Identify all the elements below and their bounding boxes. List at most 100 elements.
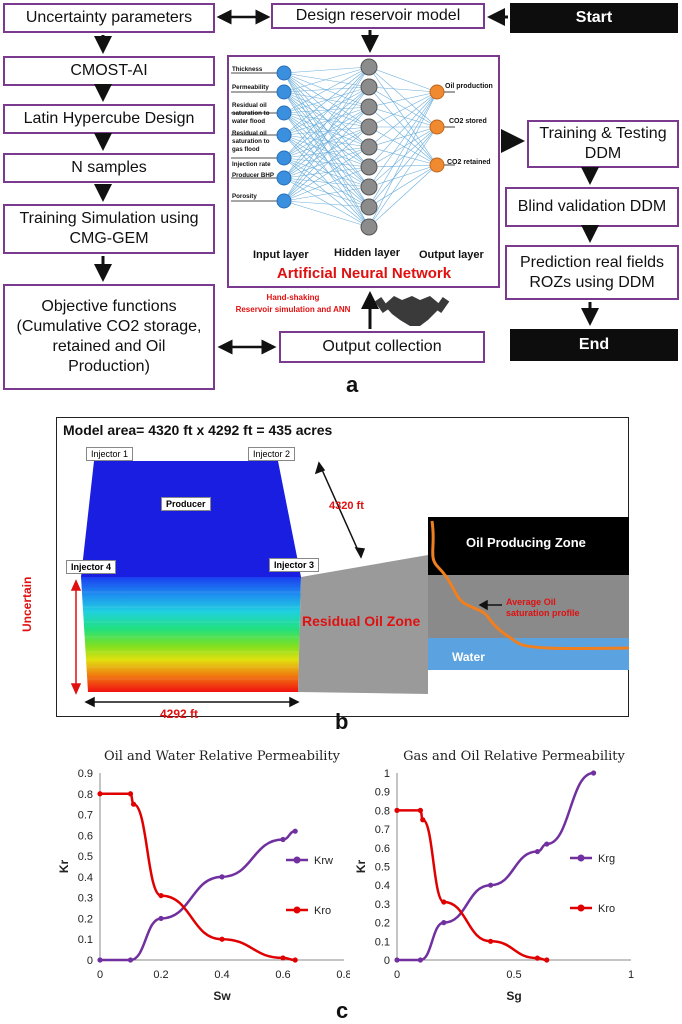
- y-axis-label: Kr: [57, 860, 71, 874]
- x-tick-label: 0.6: [275, 969, 290, 981]
- data-point-krg: [417, 957, 423, 963]
- output-collection-label: Output collection: [322, 338, 442, 355]
- ann-edge: [368, 106, 438, 128]
- ann-edge: [283, 134, 370, 148]
- data-point-kro: [394, 807, 400, 813]
- ann-edge: [283, 106, 370, 114]
- ann-edge: [368, 91, 438, 168]
- ann-edge: [283, 146, 370, 202]
- oil-saturation-curve: [430, 520, 629, 650]
- roz-connector: [298, 555, 428, 694]
- legend-marker-kro: [577, 904, 585, 912]
- ann-edge: [283, 112, 370, 188]
- training-simulation-line2: CMG-GEM: [69, 230, 149, 247]
- ann-edge: [368, 66, 438, 166]
- ann-edge: [368, 91, 438, 108]
- data-point-kro: [158, 892, 164, 899]
- ann-edge: [283, 106, 370, 136]
- data-point-kro: [544, 957, 550, 963]
- ann-edge: [368, 91, 438, 128]
- hidden-node: [360, 118, 378, 136]
- data-point-krg: [590, 770, 597, 776]
- n-samples-label: N samples: [71, 159, 147, 176]
- data-point-kro: [280, 955, 286, 961]
- input-node: [276, 150, 292, 166]
- data-point-krw: [158, 915, 164, 922]
- y-tick-label: 0.5: [375, 862, 390, 874]
- ann-edge: [368, 126, 438, 168]
- prediction-box: Prediction real fields ROZs using DDM: [505, 245, 679, 300]
- oil-zone-block: [81, 461, 301, 577]
- ann-edge: [283, 66, 370, 93]
- chart-gas-oil: Gas and Oil Relative Permeability00.10.2…: [354, 749, 634, 1003]
- data-point-kro: [127, 791, 134, 797]
- data-point-kro: [292, 957, 298, 963]
- ann-edge: [368, 91, 438, 228]
- y-tick-label: 0.9: [78, 768, 93, 780]
- data-point-krw: [219, 874, 225, 880]
- water-zone: [428, 638, 629, 670]
- legend-label-krg: Krg: [598, 853, 615, 865]
- output-label-co2-stored: CO2 stored: [449, 118, 487, 125]
- injector-4-label: Injector 4: [66, 560, 117, 574]
- legend-marker-krg: [577, 854, 585, 862]
- input-node: [276, 84, 292, 100]
- hidden-node: [360, 98, 378, 116]
- x-tick-label: 1: [628, 969, 634, 981]
- legend-label-kro: Kro: [314, 905, 331, 917]
- train-test-ddm-box: Training & Testing DDM: [527, 120, 679, 168]
- data-point-kro: [97, 791, 103, 797]
- ann-edge: [368, 86, 438, 93]
- prediction-line2: ROZs using DDM: [529, 273, 655, 291]
- panel-a-letter: a: [346, 372, 359, 397]
- data-point-krw: [292, 828, 298, 834]
- ann-edge: [283, 66, 370, 114]
- ann-edge: [283, 86, 370, 93]
- hidden-layer-label: Hidden layer: [334, 247, 401, 259]
- hidden-node: [360, 198, 378, 216]
- ann-edge: [368, 106, 438, 166]
- ann-edge: [368, 126, 438, 166]
- objective-functions-box: Objective functions (Cumulative CO2 stor…: [3, 284, 215, 390]
- train-test-line1: Training & Testing: [539, 125, 667, 142]
- output-layer-label: Output layer: [419, 249, 485, 261]
- ann-edge: [283, 91, 370, 168]
- ann-edge: [368, 91, 438, 148]
- y-tick-label: 0.6: [375, 843, 390, 855]
- injector-3-label: Injector 3: [269, 558, 320, 572]
- ann-edge: [283, 72, 370, 88]
- uncertainty-parameters-label: Uncertainty parameters: [25, 9, 193, 26]
- legend-marker-kro: [293, 906, 301, 914]
- y-tick-label: 0.7: [375, 824, 390, 836]
- ann-edge: [283, 134, 370, 208]
- y-tick-label: 0.7: [78, 810, 93, 822]
- ann-edge: [283, 91, 370, 228]
- ann-edge: [368, 86, 438, 166]
- ann-edge: [368, 164, 438, 188]
- blind-validation-label: Blind validation DDM: [517, 198, 667, 215]
- ann-edge: [283, 91, 370, 108]
- ann-edge: [283, 112, 370, 228]
- ann-edge: [368, 66, 438, 93]
- objective-line1: Objective functions: [41, 298, 177, 315]
- hidden-node: [360, 178, 378, 196]
- training-simulation-line1: Training Simulation using: [19, 210, 199, 227]
- y-tick-label: 0.1: [78, 934, 93, 946]
- output-collection-box: Output collection: [279, 331, 485, 363]
- ann-edge: [283, 91, 370, 128]
- ann-edge: [283, 177, 370, 188]
- injector-1-label: Injector 1: [86, 447, 134, 461]
- uncertain-label: Uncertain: [20, 576, 34, 632]
- ann-edge: [368, 126, 438, 228]
- model-area-title: Model area= 4320 ft x 4292 ft = 435 acre…: [63, 422, 333, 438]
- objective-line2: (Cumulative CO2 storage,: [16, 318, 202, 335]
- input-label-thickness: Thickness: [232, 66, 263, 73]
- water-label: Water: [452, 650, 485, 664]
- ann-edge: [283, 66, 370, 179]
- dim-4320-label: 4320 ft: [329, 500, 364, 512]
- avg-oil-label: Average Oil saturation profile: [506, 597, 580, 619]
- y-tick-label: 0.4: [375, 880, 390, 892]
- handshake-caption: Hand-shaking Reservoir simulation and AN…: [218, 292, 368, 316]
- y-tick-label: 0.3: [375, 899, 390, 911]
- series-line-kro: [397, 809, 547, 962]
